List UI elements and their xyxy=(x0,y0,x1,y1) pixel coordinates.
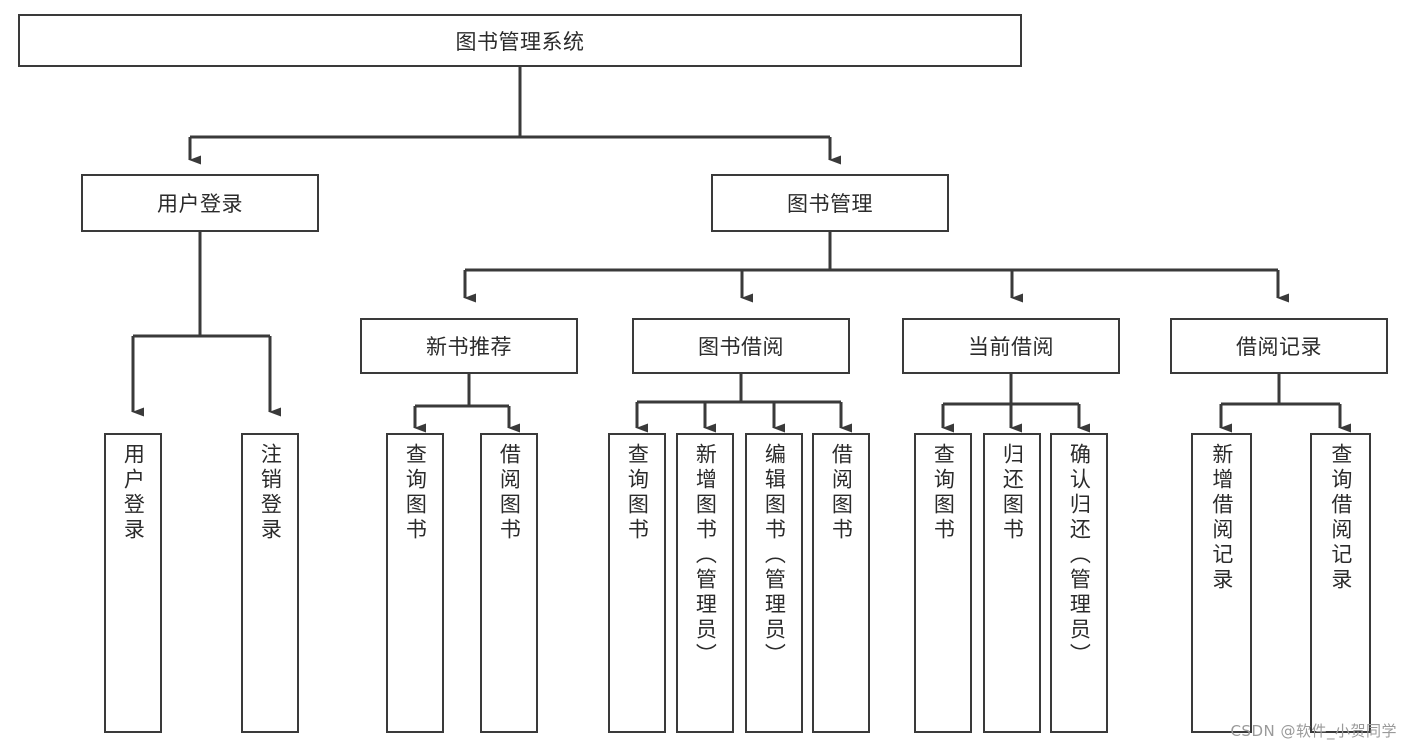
node-book-borrow[interactable]: 图书借阅 xyxy=(632,318,850,374)
node-root-label: 图书管理系统 xyxy=(455,29,585,54)
leaf-label: 查询图书 xyxy=(403,443,428,543)
leaf-label: 查询图书 xyxy=(625,443,650,543)
leaf-label: 查询借阅记录 xyxy=(1328,443,1353,593)
leaf-current-confirm-return[interactable]: 确认归还（管理员） xyxy=(1050,433,1108,733)
leaf-label: 注销登录 xyxy=(258,443,283,543)
node-borrow-records-label: 借阅记录 xyxy=(1236,335,1322,359)
leaf-label: 编辑图书（管理员） xyxy=(762,443,787,668)
leaf-label: 确认归还（管理员） xyxy=(1067,443,1092,668)
node-new-book-recommend[interactable]: 新书推荐 xyxy=(360,318,578,374)
node-book-management-label: 图书管理 xyxy=(787,192,873,216)
leaf-label: 用户登录 xyxy=(121,443,146,543)
node-user-login-label: 用户登录 xyxy=(157,192,243,216)
leaf-label: 新增借阅记录 xyxy=(1209,443,1234,593)
leaf-label: 查询图书 xyxy=(931,443,956,543)
node-root[interactable]: 图书管理系统 xyxy=(18,14,1022,67)
leaf-new-book-query[interactable]: 查询图书 xyxy=(386,433,444,733)
node-current-borrow-label: 当前借阅 xyxy=(968,335,1054,359)
leaf-borrow-borrow-book[interactable]: 借阅图书 xyxy=(812,433,870,733)
leaf-current-return-book[interactable]: 归还图书 xyxy=(983,433,1041,733)
leaf-record-query[interactable]: 查询借阅记录 xyxy=(1310,433,1371,733)
leaf-record-add[interactable]: 新增借阅记录 xyxy=(1191,433,1252,733)
leaf-current-query-book[interactable]: 查询图书 xyxy=(914,433,972,733)
leaf-borrow-query-book[interactable]: 查询图书 xyxy=(608,433,666,733)
leaf-user-login-signin[interactable]: 用户登录 xyxy=(104,433,162,733)
node-current-borrow[interactable]: 当前借阅 xyxy=(902,318,1120,374)
leaf-user-login-signout[interactable]: 注销登录 xyxy=(241,433,299,733)
node-book-borrow-label: 图书借阅 xyxy=(698,335,784,359)
leaf-borrow-add-book[interactable]: 新增图书（管理员） xyxy=(676,433,734,733)
leaf-label: 新增图书（管理员） xyxy=(693,443,718,668)
leaf-label: 借阅图书 xyxy=(829,443,854,543)
leaf-label: 归还图书 xyxy=(1000,443,1025,543)
leaf-new-book-borrow[interactable]: 借阅图书 xyxy=(480,433,538,733)
node-new-book-recommend-label: 新书推荐 xyxy=(426,335,512,359)
leaf-label: 借阅图书 xyxy=(497,443,522,543)
leaf-borrow-edit-book[interactable]: 编辑图书（管理员） xyxy=(745,433,803,733)
node-book-management[interactable]: 图书管理 xyxy=(711,174,949,232)
node-borrow-records[interactable]: 借阅记录 xyxy=(1170,318,1388,374)
watermark-text: CSDN @软件_小贺同学 xyxy=(1230,722,1397,740)
node-user-login[interactable]: 用户登录 xyxy=(81,174,319,232)
